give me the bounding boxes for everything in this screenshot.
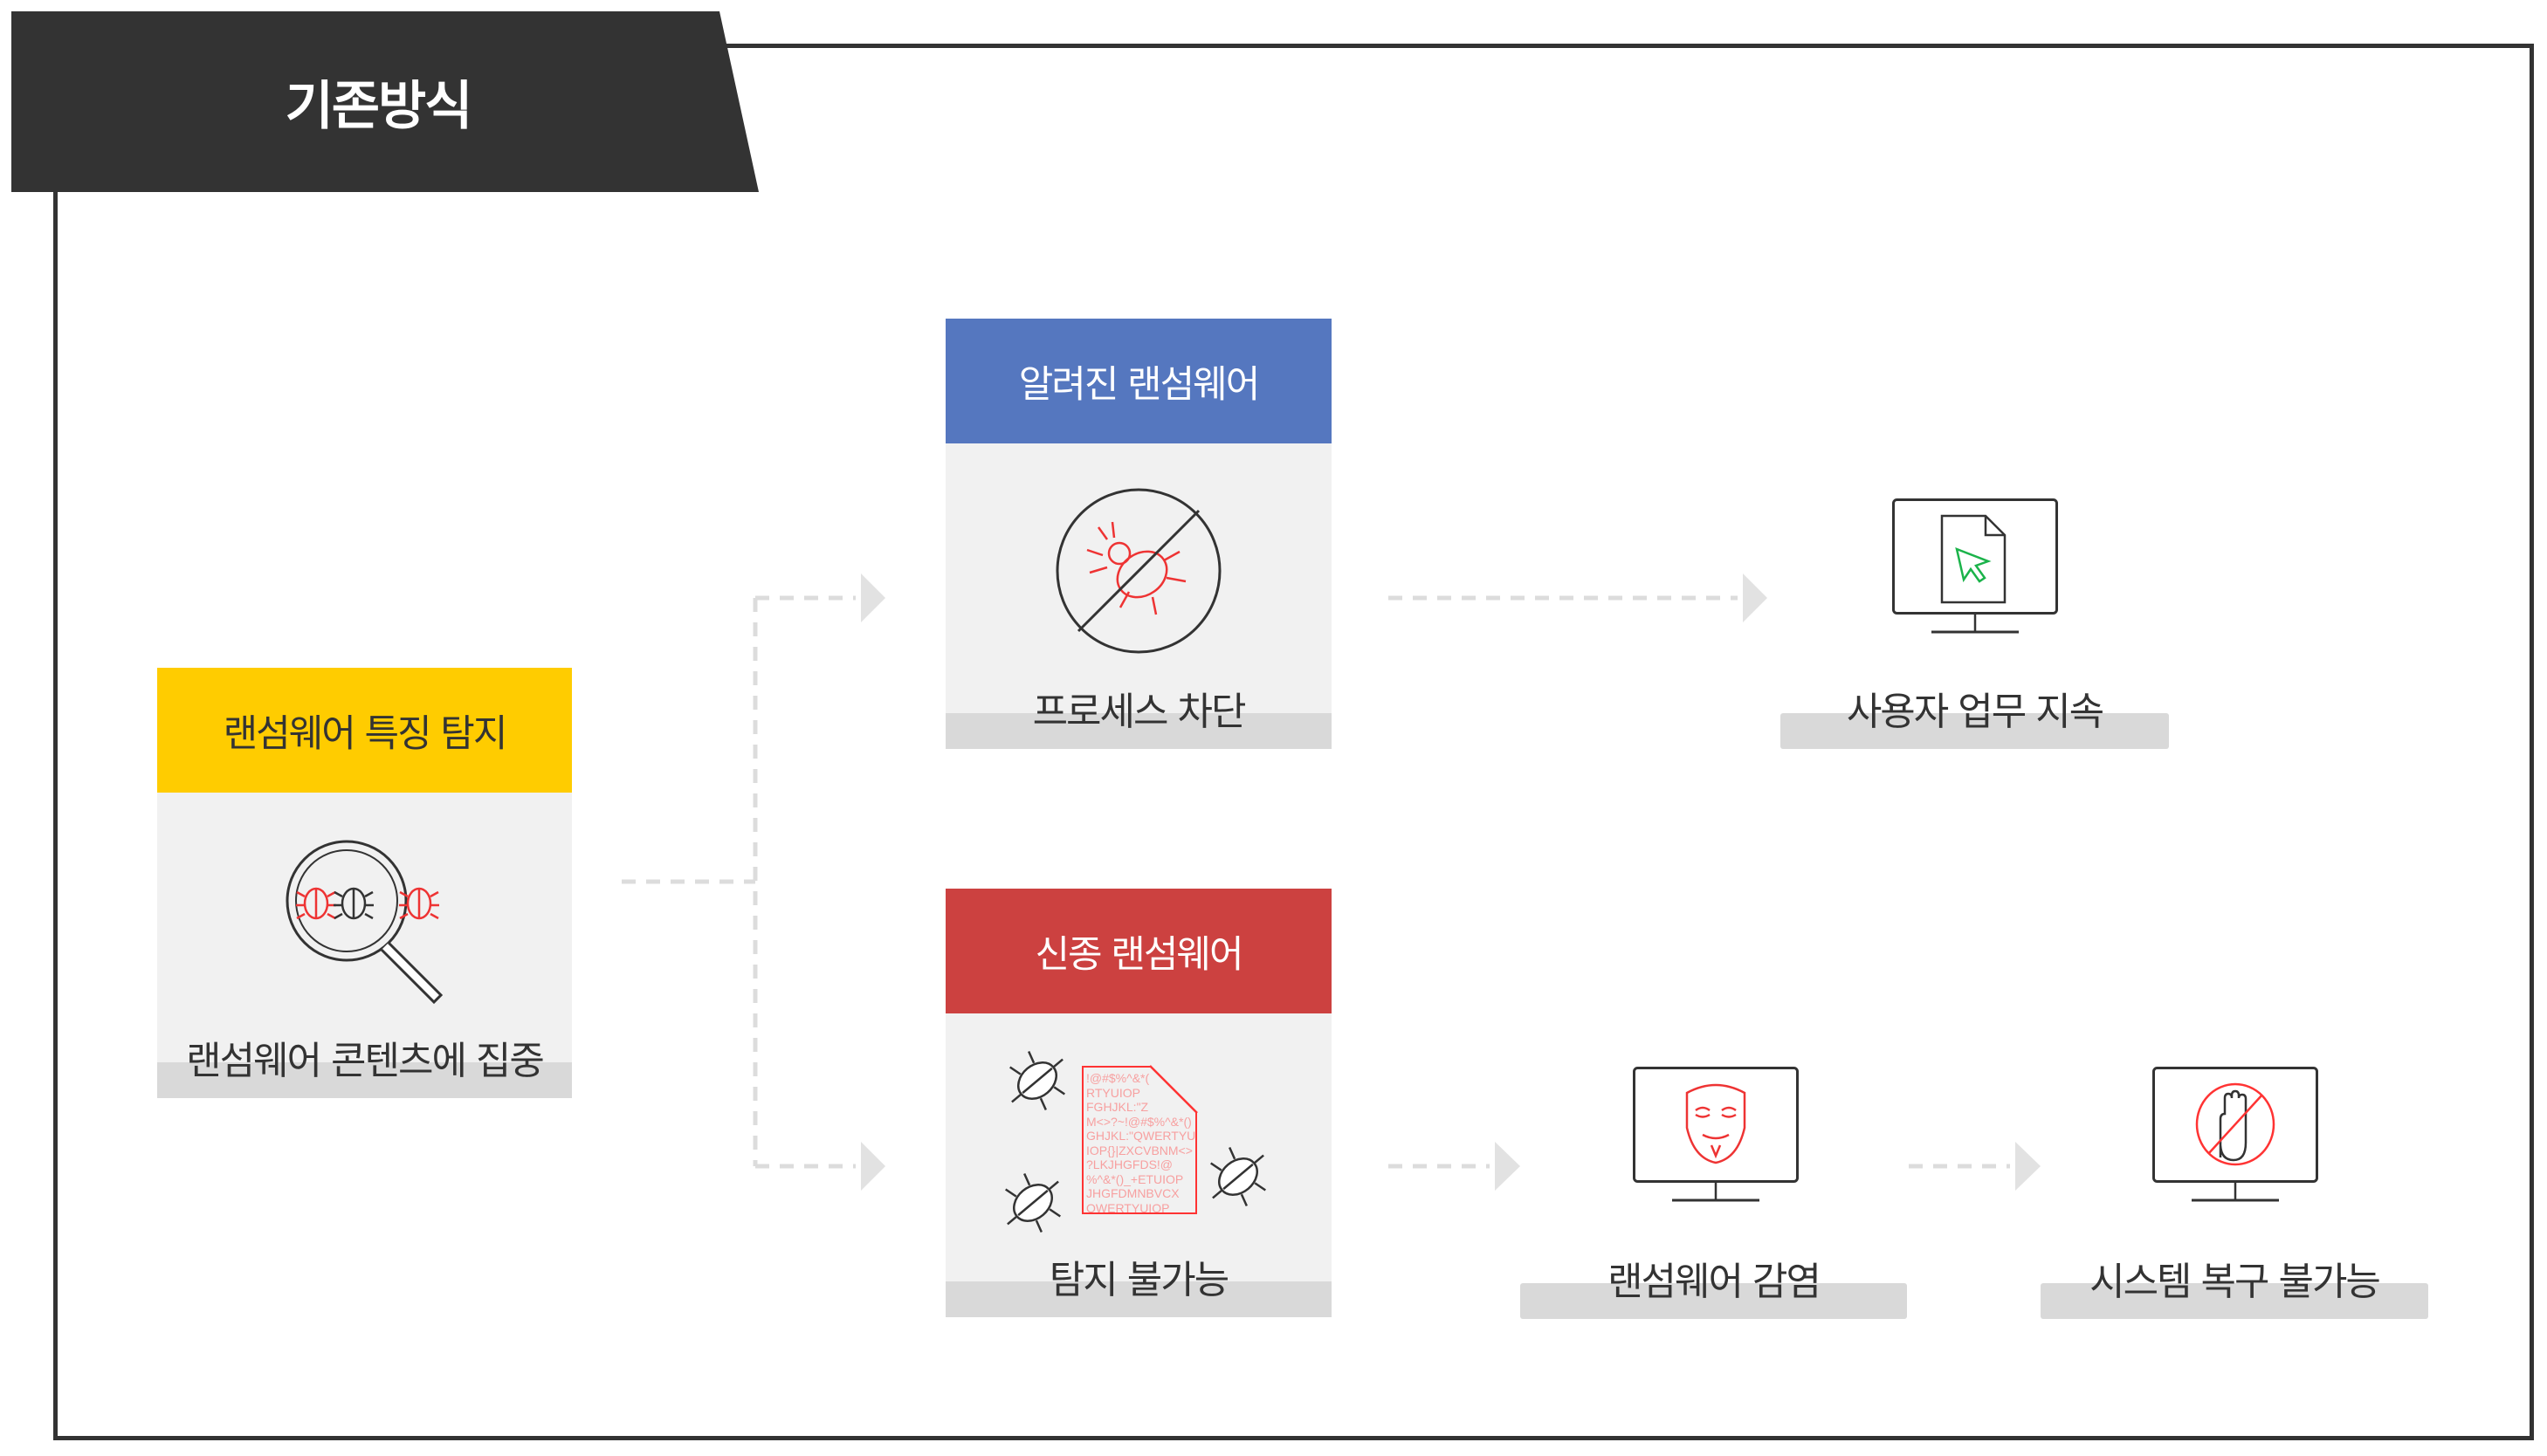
known-ransomware-card: 알려진 랜섬웨어 프로세스 차단 xyxy=(946,319,1332,749)
doc-text-line: GHJKL:"QWERTYU xyxy=(1086,1129,1196,1143)
document-fold-line xyxy=(1149,1065,1198,1114)
card-label-bar: 프로세스 차단 xyxy=(946,690,1332,749)
doc-text-line: M<>?~!@#$%^&*() xyxy=(1086,1114,1192,1129)
bug-icon xyxy=(1005,1172,1061,1233)
page-title: 기존방식 xyxy=(285,76,473,137)
doc-text-line: RTYUIOP xyxy=(1086,1085,1140,1100)
outcome-label-bar: 사용자 업무 지속 xyxy=(1780,690,2169,749)
card-header: 알려진 랜섬웨어 xyxy=(946,319,1332,443)
bugs-icon xyxy=(1005,1050,1266,1233)
magnifier-bugs-icon xyxy=(286,840,444,1005)
title-tab xyxy=(11,11,759,192)
title-text-wrap: 기존방식 xyxy=(11,11,759,192)
card-label: 탐지 불가능 xyxy=(1049,1258,1229,1302)
outcome-infected-label: 랜섬웨어 감염 xyxy=(1607,1260,1821,1304)
outcome-unrecoverable-label: 시스템 복구 불가능 xyxy=(2089,1260,2381,1304)
monitor-cursor-icon xyxy=(1892,498,2058,634)
monitor-stop-hand-icon xyxy=(2152,1067,2318,1202)
feature-detection-card: 랜섬웨어 특징 탐지 랜섬웨어 콘텐츠에 집중 xyxy=(157,668,572,1098)
card-header-text: 랜섬웨어 특징 탐지 xyxy=(223,711,508,756)
outcome-label-bar: 랜섬웨어 감염 xyxy=(1520,1260,1907,1319)
outcome-continue-label: 사용자 업무 지속 xyxy=(1846,690,2104,734)
arrow-head xyxy=(1495,1142,1520,1191)
bug-icon xyxy=(1009,1050,1065,1111)
arrow-head xyxy=(861,573,885,622)
doc-text-line: ?LKJHGFDS!@ xyxy=(1086,1157,1174,1171)
arrow-head xyxy=(861,1142,885,1191)
doc-text-line: %^&*()_+ETUIOP xyxy=(1086,1171,1184,1186)
doc-text-line: IOP{}|ZXCVBNM<> xyxy=(1086,1143,1193,1157)
card-label: 프로세스 차단 xyxy=(1032,690,1247,734)
new-ransomware-card: 신종 랜섬웨어 !@#$%^&*( RTYUIOP FGHJKL:"Z M<>?… xyxy=(946,889,1332,1317)
doc-text-line: JHGFDMNBVCX xyxy=(1086,1186,1180,1200)
diagram-frame xyxy=(53,44,2534,1440)
doc-text-line: FGHJKL:"Z xyxy=(1086,1100,1149,1114)
arrow-head xyxy=(1743,573,1767,622)
card-header-text: 신종 랜섬웨어 xyxy=(1035,932,1243,977)
outcome-label-bar: 시스템 복구 불가능 xyxy=(2041,1260,2428,1319)
card-header: 랜섬웨어 특징 탐지 xyxy=(157,668,572,793)
card-label-bar: 랜섬웨어 콘텐츠에 집중 xyxy=(157,1039,572,1098)
arrow-head xyxy=(2015,1142,2041,1191)
blocked-bug-icon xyxy=(1056,488,1222,654)
bug-icon xyxy=(1210,1146,1266,1207)
card-label-bar: 탐지 불가능 xyxy=(946,1258,1332,1317)
encrypted-document-icon: !@#$%^&*( RTYUIOP FGHJKL:"Z M<>?~!@#$%^&… xyxy=(1082,1066,1197,1214)
card-header-text: 알려진 랜섬웨어 xyxy=(1018,362,1261,407)
card-label: 랜섬웨어 콘텐츠에 집중 xyxy=(186,1039,545,1083)
doc-text-line: !@#$%^&*( xyxy=(1086,1071,1150,1085)
monitor-mask-icon xyxy=(1633,1067,1799,1202)
card-header: 신종 랜섬웨어 xyxy=(946,889,1332,1013)
doc-text-line: QWERTYUIOP xyxy=(1086,1200,1170,1214)
